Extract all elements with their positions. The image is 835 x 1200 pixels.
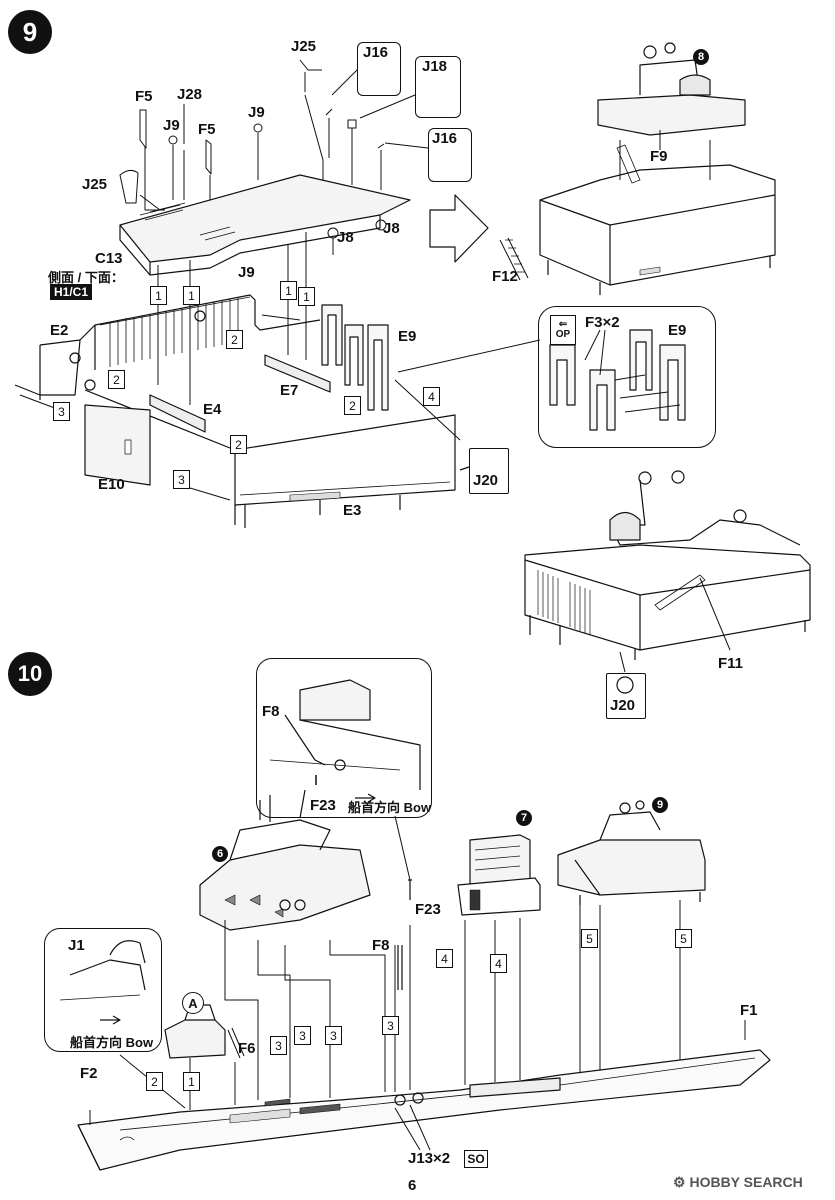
j16-box-right [428, 128, 472, 182]
label-f23-callout: F23 [310, 797, 336, 814]
label-f2: F2 [80, 1065, 98, 1082]
label-f6: F6 [238, 1040, 256, 1057]
ref-step-7-badge: 7 [516, 810, 532, 826]
assembled-upper-view [499, 42, 776, 295]
seq-1-c: 1 [280, 281, 297, 300]
block-7 [457, 834, 541, 916]
label-e7: E7 [280, 382, 299, 399]
seq-2-b: 2 [108, 370, 125, 389]
j20-box-lower [606, 673, 646, 719]
e9-detail-callout [549, 329, 686, 431]
label-f12: F12 [492, 268, 518, 285]
deck-plate-c13 [119, 174, 411, 276]
ref-step-9-badge: 9 [652, 797, 668, 813]
label-e4: E4 [203, 401, 222, 418]
label-f1: F1 [740, 1002, 758, 1019]
step-10-badge: 10 [8, 652, 52, 696]
ref-step-6-badge: 6 [212, 846, 228, 862]
j20-box-upper [469, 448, 509, 494]
f3-e9-callout [538, 306, 716, 448]
block-9 [557, 800, 706, 905]
assembled-lower-view [524, 470, 811, 673]
f8-f23-callout-detail [269, 679, 421, 803]
label-f5-mid: F5 [198, 121, 216, 138]
label-so: SO [464, 1150, 488, 1168]
label-j25-top: J25 [291, 38, 317, 55]
op-icon: ⇐ OP [550, 315, 576, 345]
label-j9-lower: J9 [238, 264, 255, 281]
label-e3: E3 [343, 502, 362, 519]
j18-box [415, 56, 461, 118]
label-j25-left: J25 [82, 176, 108, 193]
seq-3-b: 3 [173, 470, 190, 489]
label-f11: F11 [718, 655, 744, 672]
seq-10-3-d: 3 [382, 1016, 399, 1035]
seq-1-b: 1 [183, 286, 200, 305]
label-f5-left: F5 [135, 88, 153, 105]
seq-3-a: 3 [53, 402, 70, 421]
j16-box-top [357, 42, 401, 96]
seq-10-5-a: 5 [581, 929, 598, 948]
page-number: 6 [408, 1177, 417, 1194]
label-e9-callout: E9 [668, 322, 687, 339]
deck-small-parts [119, 59, 387, 255]
label-j16-top: J16 [363, 44, 389, 61]
label-bow-j1: 船首方向 Bow [70, 1035, 154, 1050]
seq-10-2: 2 [146, 1072, 163, 1091]
label-f9: F9 [650, 148, 668, 165]
seq-10-3-a: 3 [270, 1036, 287, 1055]
label-j1: J1 [68, 937, 85, 954]
label-j18: J18 [422, 58, 448, 75]
label-side-bottom: 側面 / 下面： [48, 270, 124, 285]
lower-hull-box [14, 232, 541, 528]
j1-callout-detail [59, 940, 146, 1025]
watermark-logo-icon: ⚙ [673, 1174, 690, 1190]
seq-4: 4 [423, 387, 440, 406]
seq-10-5-b: 5 [675, 929, 692, 948]
op-label: OP [555, 329, 571, 340]
label-j9-mid: J9 [248, 104, 265, 121]
label-j20-upper: J20 [473, 472, 499, 489]
label-f3x2: F3×2 [585, 314, 620, 331]
label-j8-b: J8 [383, 220, 400, 237]
label-j13x2: J13×2 [408, 1150, 451, 1167]
label-f8: F8 [372, 937, 390, 954]
seq-2-c: 2 [344, 396, 361, 415]
label-j8-a: J8 [337, 229, 354, 246]
label-j20-lower: J20 [610, 697, 636, 714]
label-j9-top: J9 [163, 117, 180, 134]
seq-10-1: 1 [183, 1072, 200, 1091]
watermark-text: HOBBY SEARCH [689, 1174, 803, 1190]
ship-hull [77, 1049, 771, 1171]
label-bow-callout: 船首方向 Bow [348, 800, 432, 815]
label-j16-right: J16 [432, 130, 458, 147]
seq-2-d: 2 [230, 435, 247, 454]
label-e2: E2 [50, 322, 69, 339]
seq-10-3-b: 3 [294, 1026, 311, 1045]
j1-callout [44, 928, 162, 1052]
seq-10-4-a: 4 [436, 949, 453, 968]
step9-direction-arrow [429, 194, 489, 263]
label-f8-callout: F8 [262, 703, 280, 720]
f8-f23-callout [256, 658, 432, 818]
seq-2-a: 2 [226, 330, 243, 349]
superstructure-6 [199, 789, 371, 931]
seq-1-d: 1 [298, 287, 315, 306]
step-9-badge: 9 [8, 10, 52, 54]
seq-10-3-c: 3 [325, 1026, 342, 1045]
seq-10-4-b: 4 [490, 954, 507, 973]
label-e10: E10 [98, 476, 125, 493]
seq-1-a: 1 [150, 286, 167, 305]
label-h1c1: H1/C1 [50, 284, 93, 300]
label-e9: E9 [398, 328, 417, 345]
op-arrows-icon: ⇐ [558, 319, 568, 330]
watermark: ⚙ HOBBY SEARCH [673, 1174, 803, 1191]
label-c13: C13 [95, 250, 123, 267]
label-a-circle: A [182, 992, 204, 1014]
ref-step-8-badge: 8 [693, 49, 709, 65]
label-f23: F23 [415, 901, 441, 918]
label-j28: J28 [177, 86, 203, 103]
